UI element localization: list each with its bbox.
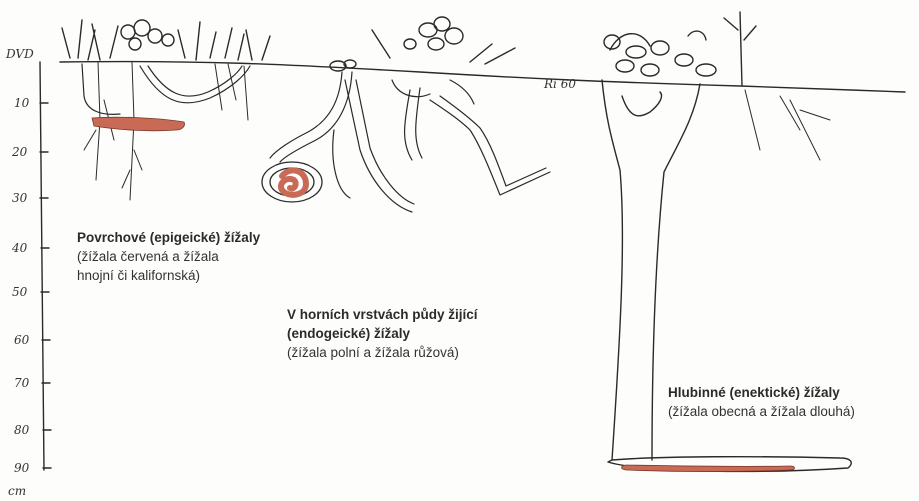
label-anecic-sub: (žížala obecná a žížala dlouhá) [668,404,855,419]
label-epigeic-sub-2: hnojní či kalifornská) [77,268,200,283]
label-endogeic: V horních vrstvách půdy žijící (endogeic… [287,305,478,362]
tick-90: 90 [14,461,30,475]
tick-50: 50 [12,285,28,299]
label-anecic-title: Hlubinné (enektické) žížaly [668,385,840,400]
epigeic-burrows [82,64,250,114]
axis-top-label: DVD [5,47,34,61]
roots [84,62,830,200]
surface-note: Ri 60 [543,77,576,91]
leaf-litter-center [330,17,515,71]
label-endogeic-title-1: V horních vrstvách půdy žijící [287,307,478,322]
tick-20: 20 [11,145,28,159]
curled-worm [281,170,306,194]
endogeic-burrows [270,72,550,212]
tick-80: 80 [14,423,30,437]
axis-unit: cm [8,484,26,498]
grass-left [62,20,270,60]
label-epigeic-sub-1: (žížala červená a žížala [77,249,219,264]
tick-60: 60 [14,333,30,347]
label-anecic: Hlubinné (enektické) žížaly (žížala obec… [668,383,855,421]
label-endogeic-sub: (žížala polní a žížala růžová) [287,345,459,360]
tick-40: 40 [11,241,28,255]
tick-10: 10 [14,96,30,110]
soil-surface-line [60,61,905,92]
tick-70: 70 [14,376,30,390]
epigeic-worm [92,117,185,131]
tick-30: 30 [12,191,28,205]
depth-axis-line [40,62,44,470]
leaf-litter-right [604,12,756,86]
label-epigeic-title: Povrchové (epigeické) žížaly [77,230,260,245]
label-epigeic: Povrchové (epigeické) žížaly (žížala čer… [77,228,260,285]
label-endogeic-title-2: (endogeické) žížaly [287,326,410,341]
anecic-worm [622,465,795,472]
